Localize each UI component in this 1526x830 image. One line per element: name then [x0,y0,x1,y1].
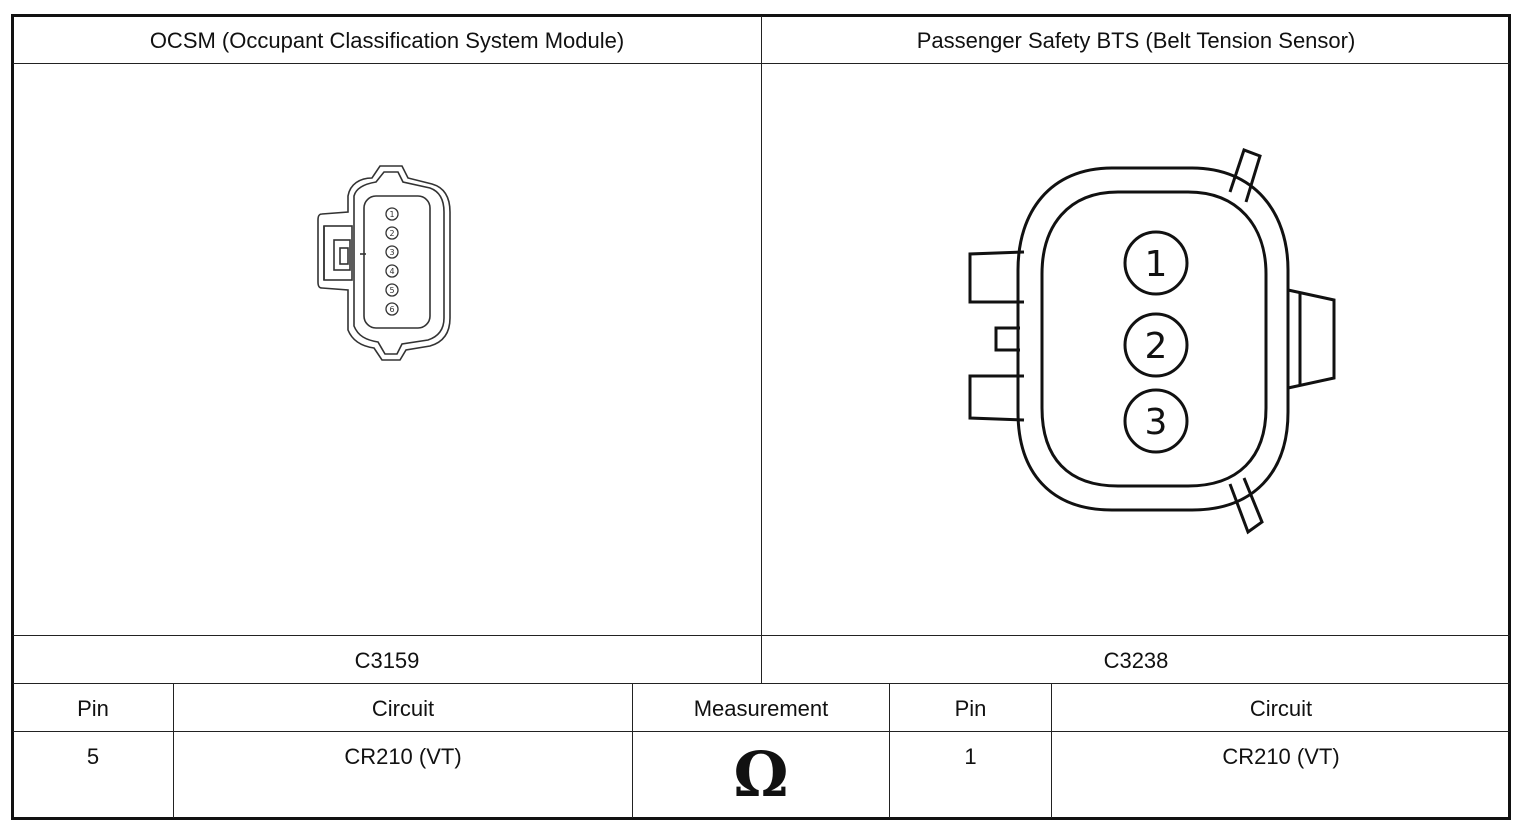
divider-top-center [761,16,762,683]
pin-label: 3 [1145,402,1168,443]
table-header-left-circuit: Circuit [371,696,435,721]
table-header-right-pin: Pin [954,696,987,721]
right-connector-id: C3238 [1103,648,1169,673]
left-connector-id: C3159 [354,648,420,673]
divider-col3 [889,683,890,818]
pin-label: 4 [389,267,394,276]
diagram-frame [11,14,1511,820]
divider-connector-ids [13,635,1510,636]
divider-col4 [1051,683,1052,818]
pin-label: 5 [389,286,394,295]
pin-label: 2 [389,229,394,238]
connector-3pin-icon: 1 2 3 [968,148,1336,535]
table-header-measurement: Measurement [693,696,829,721]
connector-6pin-icon: 1 2 3 4 5 6 [317,165,451,361]
right-connector-title: Passenger Safety BTS (Belt Tension Senso… [916,28,1356,53]
divider-table-top [13,683,1510,684]
divider-header [13,63,1510,64]
table-cell-right-pin: 1 [964,744,977,769]
pin-label: 2 [1145,326,1168,367]
pin-label: 3 [389,248,394,257]
divider-col2 [632,683,633,818]
divider-table-header [13,731,1510,732]
divider-col1 [173,683,174,818]
table-header-right-circuit: Circuit [1249,696,1313,721]
ohm-icon: Ω [733,738,789,811]
pin-label: 1 [1145,244,1168,285]
pin-label: 1 [389,210,394,219]
left-connector-title: OCSM (Occupant Classification System Mod… [149,28,625,53]
table-cell-left-circuit: CR210 (VT) [344,744,462,769]
table-cell-right-circuit: CR210 (VT) [1222,744,1340,769]
table-cell-left-pin: 5 [86,744,100,769]
pin-label: 6 [389,305,394,314]
table-header-left-pin: Pin [77,696,109,721]
